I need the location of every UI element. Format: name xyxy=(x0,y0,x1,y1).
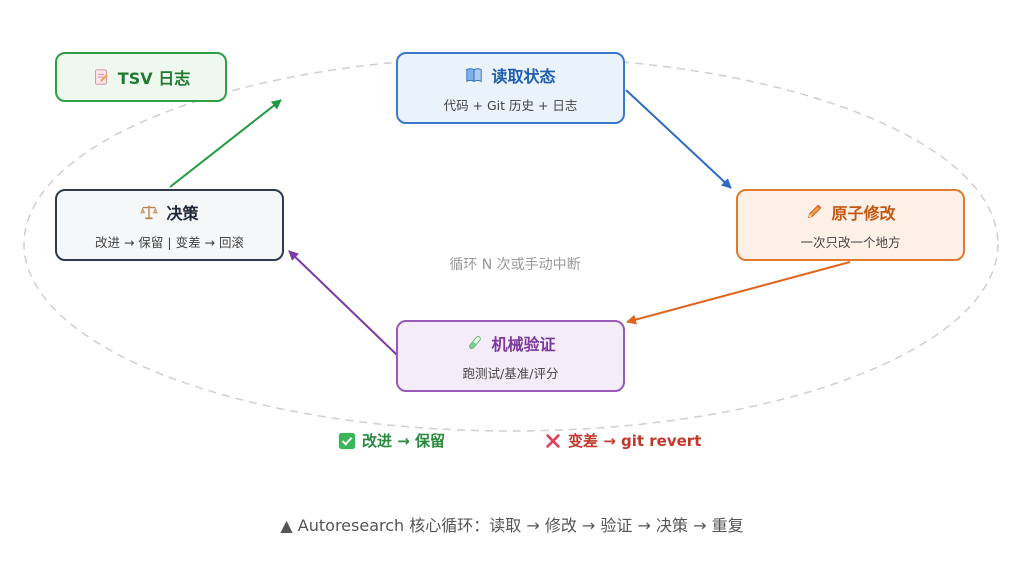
pencil-icon xyxy=(808,204,822,218)
legend-revert-label: 变差 → git revert xyxy=(568,432,702,450)
node-decide-subtitle: 改进 → 保留 | 变差 → 回滚 xyxy=(95,234,244,250)
figure-caption: ▲ Autoresearch 核心循环：读取 → 修改 → 验证 → 决策 → … xyxy=(280,516,744,535)
node-verify-subtitle: 跑测试/基准/评分 xyxy=(462,365,559,381)
node-decide-title: 决策 xyxy=(166,203,199,223)
node-read-subtitle: 代码 + Git 历史 + 日志 xyxy=(443,97,578,113)
legend-keep-label: 改进 → 保留 xyxy=(362,432,446,450)
legend-revert: 变差 → git revert xyxy=(544,430,701,451)
arrow-read-to-edit xyxy=(625,89,732,189)
node-verify-title: 机械验证 xyxy=(491,334,556,354)
node-edit-subtitle: 一次只改一个地方 xyxy=(800,234,901,250)
arrow-verify-to-decide xyxy=(288,250,398,356)
cross-mark-icon xyxy=(546,433,560,448)
test-tube-icon xyxy=(469,335,482,349)
arrow-edit-to-verify xyxy=(626,261,851,325)
node-tsv-log: TSV 日志 xyxy=(55,52,227,102)
legend-keep: 改进 → 保留 xyxy=(338,430,445,451)
node-edit-title: 原子修改 xyxy=(831,203,896,223)
arrow-decide-to-read xyxy=(169,99,282,188)
node-decision: 决策 改进 → 保留 | 变差 → 回滚 xyxy=(55,189,284,261)
node-mechanical-verify: 机械验证 跑测试/基准/评分 xyxy=(396,320,625,392)
node-read-title: 读取状态 xyxy=(491,66,556,86)
node-atomic-edit: 原子修改 一次只改一个地方 xyxy=(736,189,965,261)
check-mark-icon xyxy=(338,432,356,449)
scales-icon xyxy=(140,205,159,219)
node-read-state: 读取状态 代码 + Git 历史 + 日志 xyxy=(396,52,625,124)
loop-label: 循环 N 次或手动中断 xyxy=(449,257,581,273)
node-tsv-title: TSV 日志 xyxy=(117,69,191,88)
book-icon xyxy=(466,67,483,82)
memo-icon xyxy=(94,69,108,85)
